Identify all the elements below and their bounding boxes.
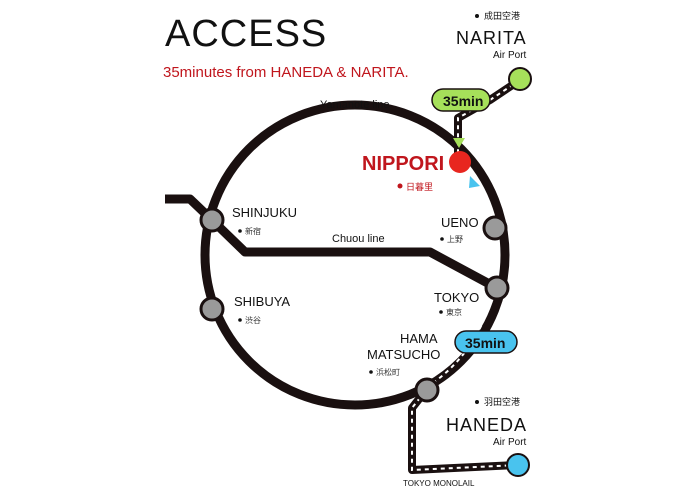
chuou-line-label: Chuou line [332,233,385,245]
station-tokyo[interactable] [484,275,510,301]
station-shibuya[interactable] [199,296,225,322]
narita-label: NARITA [456,28,527,48]
nippori-jp-dot-icon [397,183,403,189]
station-hamamatsucho[interactable] [414,377,440,403]
arrow-from-haneda-icon [469,176,480,188]
hamamatsucho-label-line2: MATSUCHO [367,347,440,362]
shinjuku-jp-dot-icon [238,229,242,233]
monorail-line-label: TOKYO MONOLAIL [403,479,475,488]
shibuya-label: SHIBUYA [234,294,290,309]
ueno-label: UENO [441,215,479,230]
hamamatsucho-jp-dot-icon [369,370,373,374]
page-title: ACCESS [165,13,327,55]
shibuya-jp-dot-icon [238,318,242,322]
haneda-jp-dot-icon [475,400,479,404]
haneda-time-label: 35min [465,335,505,351]
haneda-airport-dot[interactable] [506,453,530,477]
narita-sub-label: Air Port [493,50,527,61]
narita-jp-dot-icon [475,14,479,18]
shinjuku-jp-label: 新宿 [245,226,261,236]
station-nippori[interactable] [449,151,471,173]
station-shinjuku[interactable] [199,207,225,233]
hamamatsucho-jp-label: 浜松町 [376,367,400,377]
ueno-jp-dot-icon [440,237,444,241]
hamamatsucho-label-line1: HAMA [400,331,438,346]
tokyo-label: TOKYO [434,290,479,305]
haneda-sub-label: Air Port [493,437,527,448]
haneda-label: HANEDA [446,415,527,435]
haneda-jp-label: 羽田空港 [484,396,520,407]
nippori-jp-label: 日暮里 [406,181,433,192]
shinjuku-label: SHINJUKU [232,205,297,220]
railway-dashed-segment [429,160,497,386]
yamanote-line [200,100,510,410]
narita-time-badge [431,88,491,112]
nippori-label: NIPPORI [362,153,444,175]
tokyo-jp-dot-icon [439,310,443,314]
narita-time-label: 35min [443,93,483,109]
chuou-line [165,194,498,291]
narita-branch-dash [457,79,521,161]
narita-airport-dot[interactable] [508,67,532,91]
page-subtitle: 35minutes from HANEDA & NARITA. [163,64,409,81]
haneda-time-badge [454,330,518,354]
narita-jp-label: 成田空港 [484,10,520,21]
shibuya-jp-label: 渋谷 [245,315,261,325]
station-ueno[interactable] [482,215,508,241]
ueno-jp-label: 上野 [447,235,463,244]
tokyo-jp-label: 東京 [446,307,462,317]
arrow-from-narita-icon [453,138,465,148]
monorail-line-dash [411,384,519,472]
yamanote-line-label: Yamanote line [320,99,390,111]
